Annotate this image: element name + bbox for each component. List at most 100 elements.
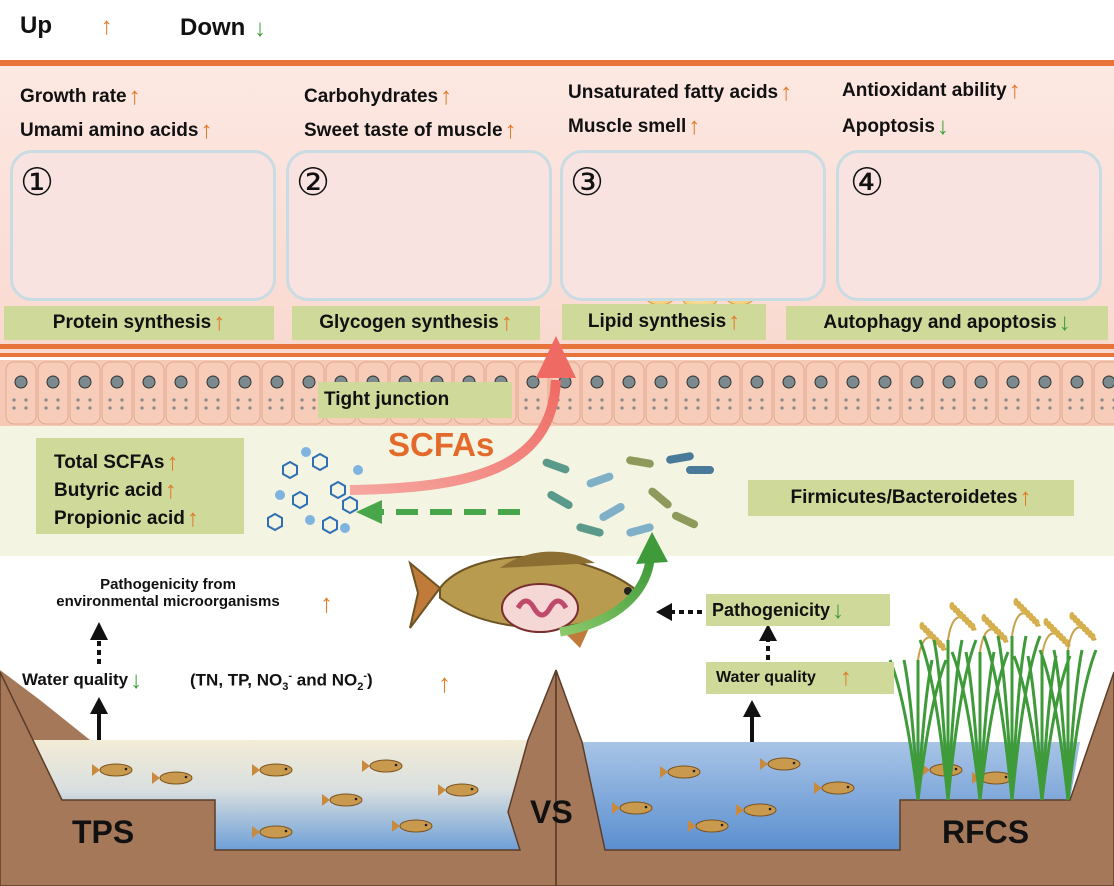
granule [524,406,528,410]
legend-down: Down ↓ [180,14,266,42]
small-fish-icon [814,781,855,795]
muscle-top-border [0,60,1114,66]
granule [684,406,688,410]
tight-junction-box: Tight junction [318,382,512,418]
up-arrow-icon: ↑ [438,668,451,698]
total-scfas-label: Total SCFAs [54,452,165,473]
panel-1-text1: Growth rate↑ [20,84,141,108]
atom [340,523,350,533]
small-fish-icon [760,757,801,771]
small-fish-icon [362,759,403,773]
granule [824,406,828,410]
granule [1004,398,1008,402]
granule [972,406,976,410]
cell-nucleus [718,375,732,389]
granule [716,406,720,410]
right-up-dotted-arrow [759,624,777,660]
apoptosis-label: Apoptosis [842,116,935,137]
granule [652,406,656,410]
propionic-acid-label: Propionic acid [54,508,185,529]
up-arrow-icon: ↑ [688,112,701,140]
granule [588,398,592,402]
panel-2-text2: Sweet taste of muscle↑ [304,118,517,142]
epithelial-cell [837,361,869,425]
left-bank [0,669,557,886]
carp-icon [408,551,642,648]
granule [1048,406,1052,410]
molecule [282,460,298,480]
scfa-item-1: Total SCFAs↑ [54,450,179,474]
granule [1100,398,1104,402]
bacterium [648,487,672,509]
bacterium [671,511,699,529]
growth-rate-label: Growth rate [20,86,127,107]
bacterium [666,452,694,464]
cell-nucleus [238,375,252,389]
bacteria-icon [542,452,714,537]
up-arrow-icon: ↑ [728,307,741,335]
cell-nucleus [1070,375,1084,389]
cell-nucleus [142,375,156,389]
cell-nucleus [1038,375,1052,389]
process-box-1: Protein synthesis↑ [4,306,274,340]
dashed-green-arrow [356,500,520,524]
granule [268,398,272,402]
granule [152,406,156,410]
granule [588,406,592,410]
right-pathogenicity-box: Pathogenicity↓ [706,594,890,626]
granule [184,398,188,402]
pathogenicity-label: Pathogenicity [712,600,831,620]
process-box-2: Glycogen synthesis↑ [292,306,540,340]
granule [856,398,860,402]
down-arrow-icon: ↓ [832,597,845,625]
granule [696,406,700,410]
scfa-box [36,438,244,534]
no2-sub: 2 [357,681,364,694]
cell-nucleus [622,375,636,389]
up-arrow-icon: ↑ [500,308,513,336]
epithelial-cell [965,361,997,425]
granule [1036,406,1040,410]
scfa-molecules-icon [267,447,363,535]
up-arrow-icon: ↑ [200,116,213,144]
granule [76,406,80,410]
epithelial-cell [197,361,229,425]
cell-nucleus [910,375,924,389]
granule [24,406,28,410]
granule [184,406,188,410]
bacterium [626,523,654,537]
panel-1-text2: Umami amino acids↑ [20,116,213,144]
epithelial-cell [165,361,197,425]
rice-plant-icon [918,602,978,801]
granule [824,398,828,402]
water-quality-label: Water quality [22,670,129,689]
granule [108,398,112,402]
legend-up-label: Up [20,12,52,39]
up-arrow-icon: ↑ [1019,483,1032,511]
granule [204,398,208,402]
small-fish-icon [392,819,433,833]
granule [844,406,848,410]
epithelial-cell [1093,361,1114,425]
granule [1080,406,1084,410]
granule [664,398,668,402]
granule [780,398,784,402]
up-arrow-icon: ↑ [1008,76,1021,104]
left-pathogenicity: Pathogenicity from environmental microor… [18,576,318,610]
granule [780,406,784,410]
epithelial-cell [901,361,933,425]
cell-nucleus [814,375,828,389]
granule [664,406,668,410]
tps-label: TPS [72,814,135,850]
cell-nucleus [750,375,764,389]
panel-2 [286,150,552,301]
granule [1036,398,1040,402]
epithelial-cell [645,361,677,425]
epithelial-cell [709,361,741,425]
granule [920,406,924,410]
water-quality-label: Water quality [716,669,816,686]
panel-number-3: ③ [570,160,605,204]
granule [44,406,48,410]
granule [620,406,624,410]
granule [1004,406,1008,410]
